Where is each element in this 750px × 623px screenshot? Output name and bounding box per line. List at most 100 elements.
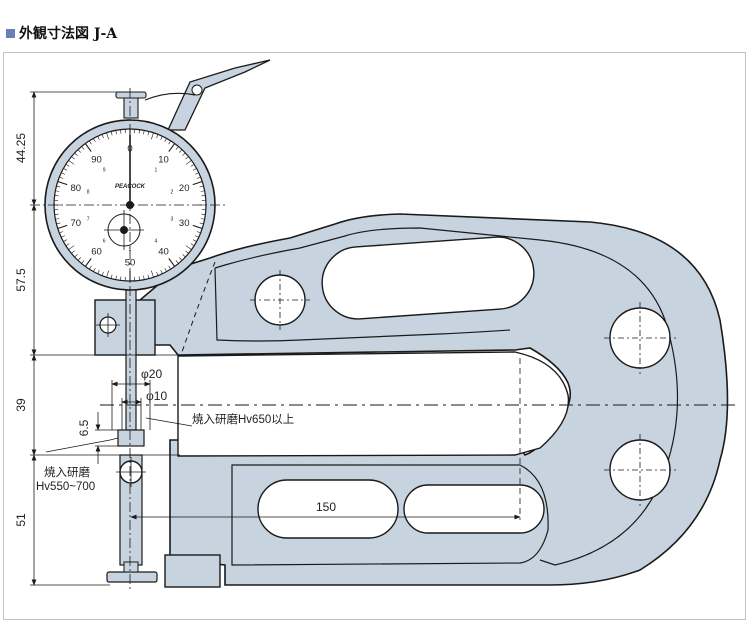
dial-tick xyxy=(195,235,199,238)
dial-tick xyxy=(175,260,179,264)
dim-51: 51 xyxy=(14,513,28,527)
dial-tick xyxy=(196,231,201,234)
dial-tick xyxy=(74,254,78,258)
dial-tick xyxy=(200,190,205,192)
dial-tick xyxy=(57,224,68,230)
dim-39: 39 xyxy=(14,398,28,412)
dial-tick xyxy=(182,254,186,258)
dial-tick xyxy=(68,160,75,165)
dial-tick xyxy=(192,239,197,242)
dial-tick xyxy=(151,270,154,278)
upper-slot xyxy=(321,236,535,320)
dial-tick xyxy=(192,168,197,171)
dial-tick xyxy=(77,257,81,261)
dial-tick xyxy=(81,146,85,150)
dial-tick xyxy=(185,156,189,160)
note-hardened-lower-1: 焼入研磨 xyxy=(44,466,90,479)
dial-tick xyxy=(179,149,183,153)
dial-number: 80 xyxy=(71,183,82,194)
dial-tick xyxy=(59,231,64,234)
dial-number: 40 xyxy=(158,247,169,258)
dial-tick xyxy=(106,270,109,278)
dial-tick xyxy=(54,213,59,215)
dial-tick xyxy=(84,258,92,267)
dial-tick xyxy=(185,250,189,254)
dial-tick xyxy=(143,275,145,280)
dial-tick xyxy=(68,245,75,250)
upper-arm-edge xyxy=(214,227,541,269)
dial-tick xyxy=(56,222,61,225)
dim-6-5: 6.5 xyxy=(77,419,91,436)
dial-tick xyxy=(54,195,59,197)
dial-ticks xyxy=(54,129,206,281)
dial-tick xyxy=(93,138,96,143)
dial-small-number: 7 xyxy=(87,217,90,223)
spindle xyxy=(125,284,137,431)
dial-tick xyxy=(55,190,60,192)
title-bar: 外観寸法図 J-A xyxy=(6,24,117,42)
dial-tick xyxy=(182,152,186,156)
dial-small-number: 4 xyxy=(154,239,157,245)
hole-upper-left xyxy=(250,270,310,330)
dial-tick xyxy=(185,245,192,250)
foot-block xyxy=(164,554,221,588)
dial-number: 90 xyxy=(91,154,102,165)
dial-tick xyxy=(138,129,140,134)
dial-tick xyxy=(77,149,81,153)
dial-tick xyxy=(143,130,145,135)
dial-tick xyxy=(201,195,206,197)
dial-tick xyxy=(71,250,75,254)
dial-tick xyxy=(71,156,75,160)
dial-tick xyxy=(200,218,205,220)
dial-tick xyxy=(156,134,159,139)
dial-tick xyxy=(115,130,117,135)
dial-tick xyxy=(201,213,206,215)
dial-tick xyxy=(120,276,122,281)
dial-small-number: 3 xyxy=(170,217,173,223)
drawing-panel xyxy=(3,52,746,620)
dial-stem-top xyxy=(123,95,139,119)
dial-tick xyxy=(192,224,203,230)
dial-tick xyxy=(164,138,167,143)
dial-tick xyxy=(190,243,195,246)
lower-slot-left xyxy=(257,479,399,539)
dial-tick xyxy=(175,146,179,150)
dial-tick xyxy=(164,267,167,272)
dial-tick xyxy=(59,176,64,179)
lower-slot-right xyxy=(403,484,545,534)
dial-tick xyxy=(65,164,70,167)
dial-tick xyxy=(185,160,192,165)
note-hardened-upper: 焼入研磨Hv650以上 xyxy=(192,413,294,426)
dial-tick xyxy=(190,164,195,167)
lower-knob xyxy=(106,571,158,583)
dial-tick xyxy=(192,180,203,186)
dial-tick xyxy=(199,222,204,225)
dial-tick xyxy=(63,168,68,171)
dial-tick xyxy=(93,267,96,272)
dial-small-number: 2 xyxy=(170,189,173,195)
dial-tick xyxy=(89,140,92,145)
dial-tick xyxy=(147,131,150,136)
dim-phi10: φ10 xyxy=(146,389,167,403)
dial-number: 10 xyxy=(158,154,169,165)
dial-tick xyxy=(97,270,100,274)
dial-tick xyxy=(97,136,100,140)
page-title: 外観寸法図 J-A xyxy=(19,26,118,42)
dial-tick xyxy=(101,134,104,139)
dial-tick xyxy=(74,152,78,156)
dim-44-25: 44.25 xyxy=(14,133,28,163)
dim-phi20: φ20 xyxy=(141,367,162,381)
dim-57-5: 57.5 xyxy=(14,268,28,292)
dial-tick xyxy=(156,271,159,276)
dial-number: 60 xyxy=(91,247,102,258)
dial-tick xyxy=(168,140,171,145)
hole-right-upper xyxy=(604,302,676,374)
dial-tick xyxy=(168,258,176,267)
dial-small-number: 8 xyxy=(87,189,90,195)
dial-small-number: 1 xyxy=(154,167,157,173)
dial-tick xyxy=(120,129,122,134)
dial-tick xyxy=(65,243,70,246)
contact-point-upper xyxy=(117,429,145,447)
dimension-lines xyxy=(30,91,521,586)
lower-knob-stem xyxy=(123,561,139,573)
